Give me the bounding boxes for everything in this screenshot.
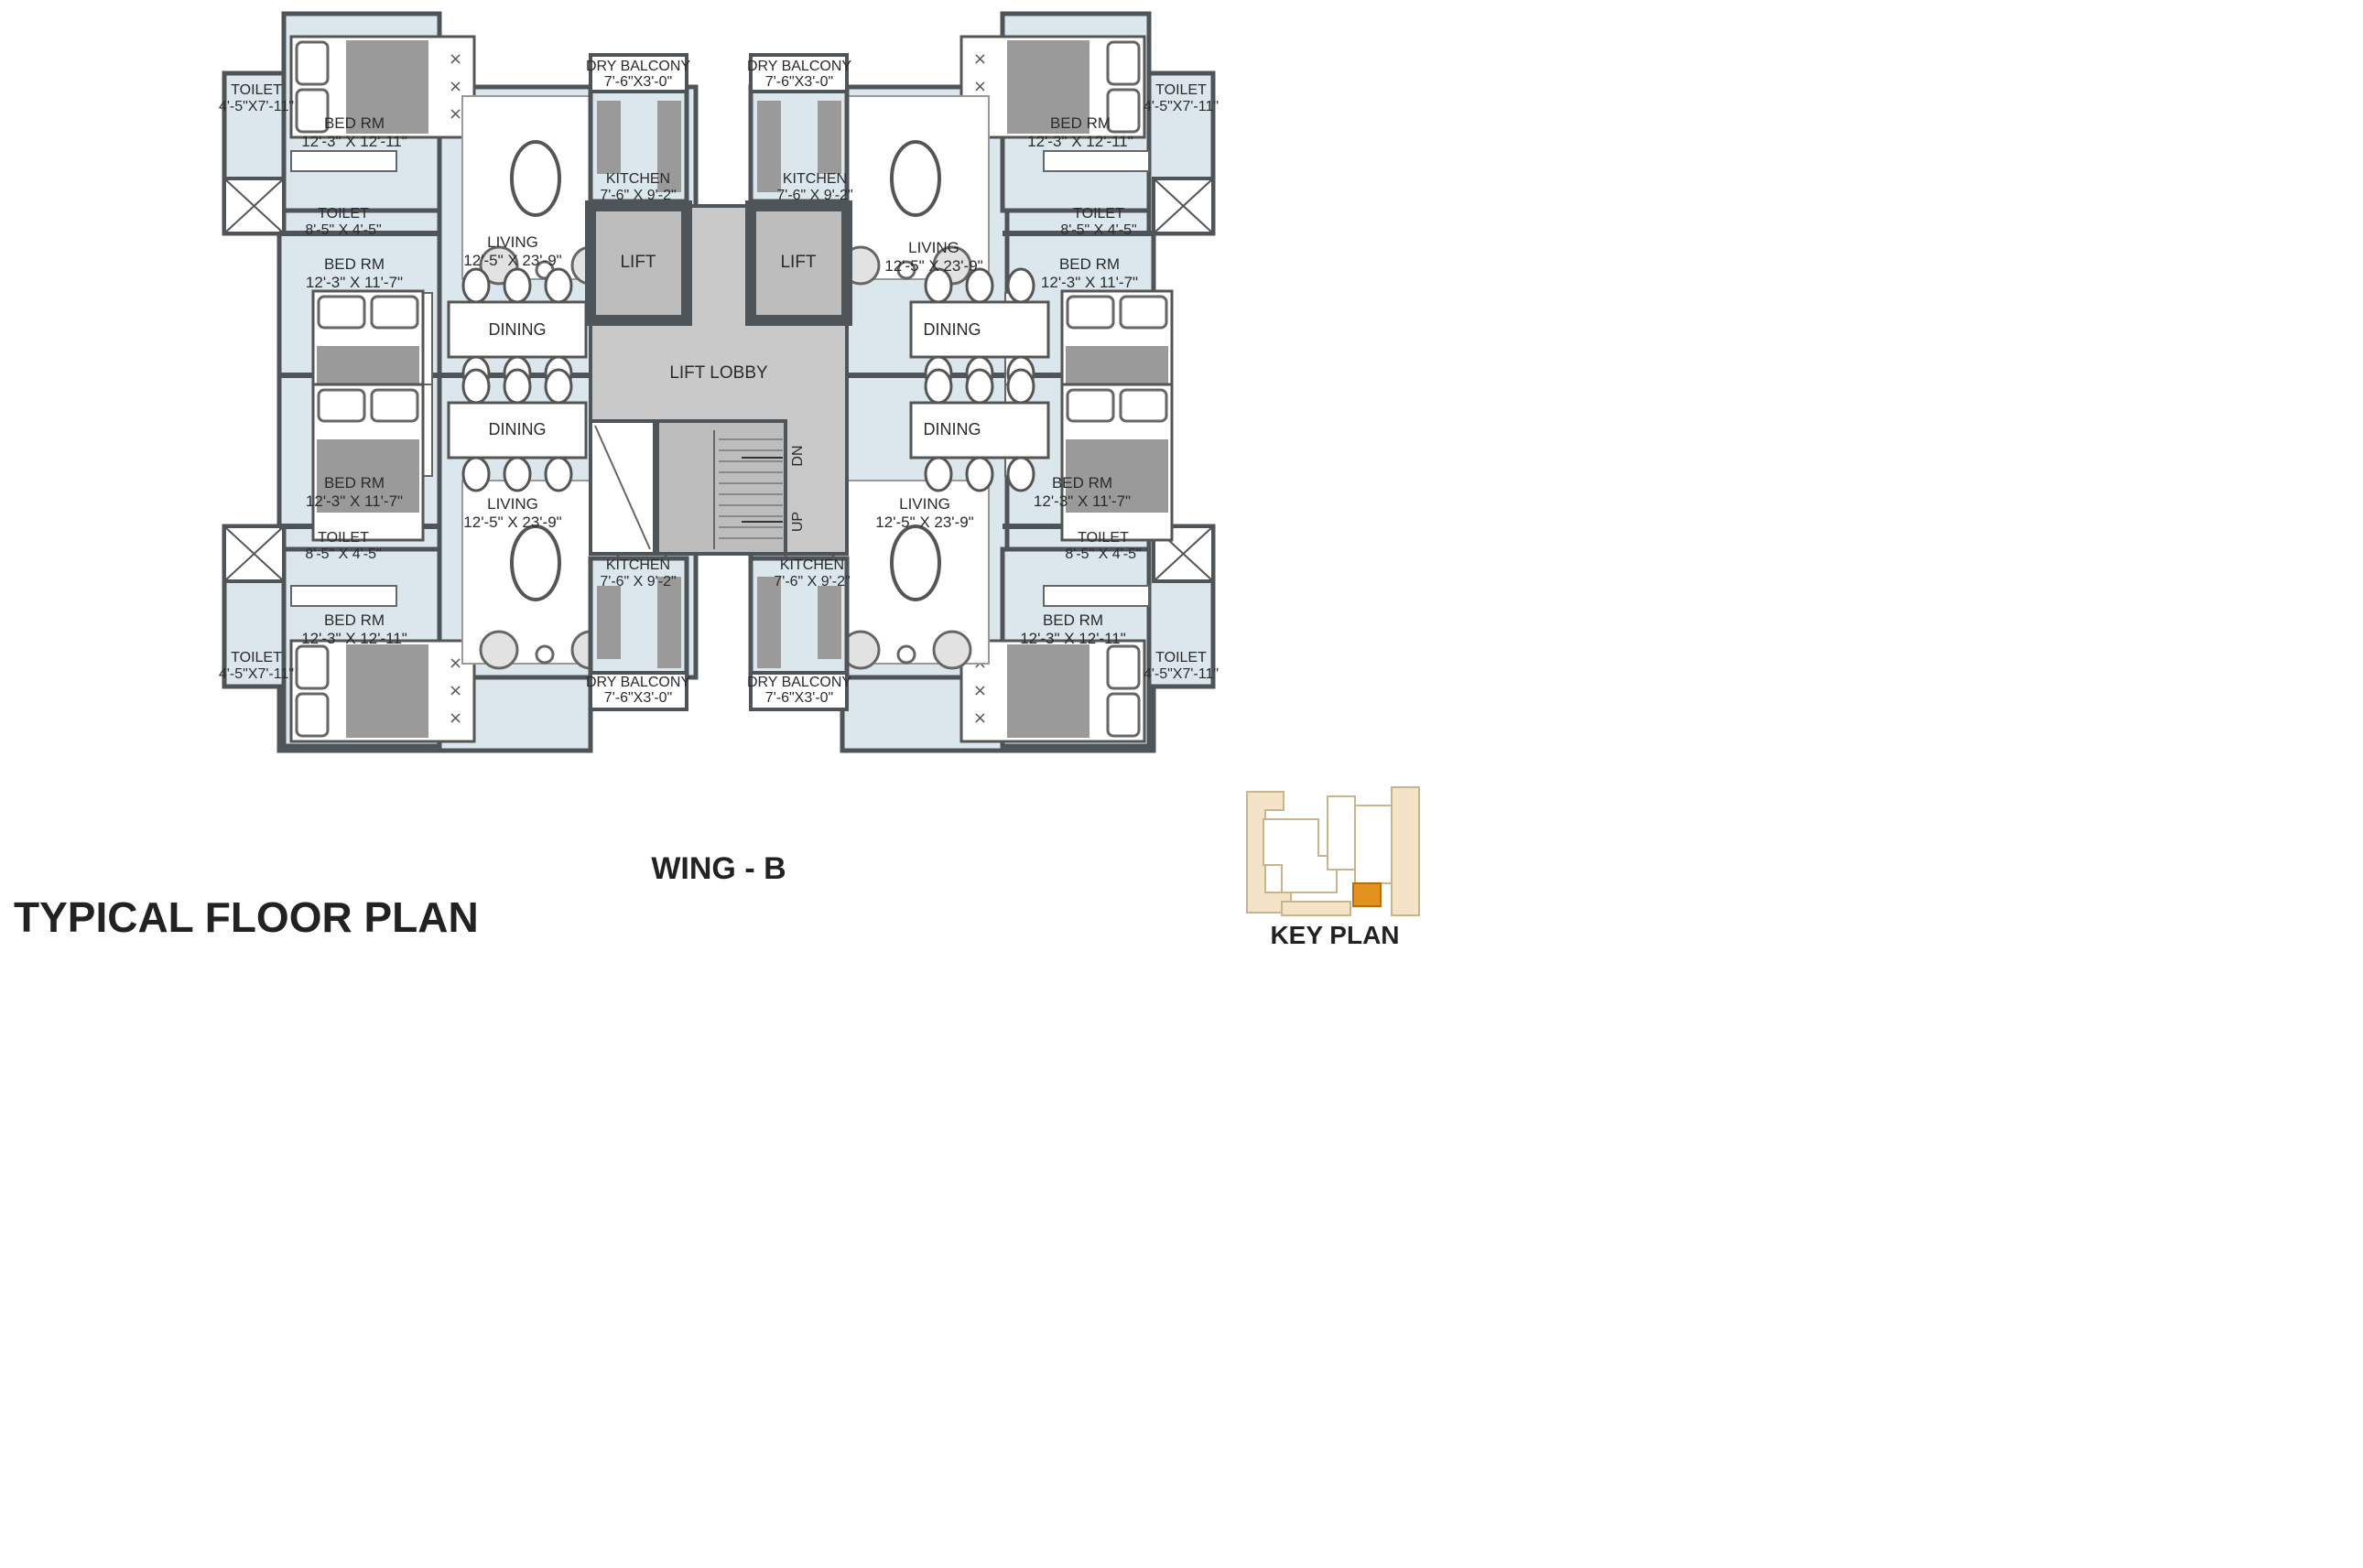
dim-bed-brr: 12'-3" X 12'-11" <box>1020 630 1126 647</box>
key-plan-highlight <box>1352 882 1382 907</box>
dim-kitchen-tl: 7'-6" X 9'-2" <box>600 188 676 203</box>
label-toilet-br2: TOILET <box>1078 530 1129 546</box>
dim-bed-mr: 12'-3" X 11'-7" <box>1041 274 1138 291</box>
label-drybalcony-tl: DRY BALCONY <box>586 59 690 74</box>
label-drybalcony-br: DRY BALCONY <box>747 675 851 690</box>
label-toilet-tl: TOILET <box>231 82 282 98</box>
dim-bed-bl: 12'-3" X 11'-7" <box>306 492 403 510</box>
label-bed-bl: BED RM <box>324 474 385 492</box>
dim-toilet-bl2: 8'-5" X 4'-5" <box>305 546 381 562</box>
bed-bottom-left <box>289 639 476 743</box>
label-living-bl: LIVING <box>487 495 538 513</box>
dim-kitchen-tr: 7'-6" X 9'-2" <box>776 188 852 203</box>
label-living-tr: LIVING <box>908 239 959 256</box>
dim-living-tr: 12'-5" X 23'-9" <box>884 257 982 275</box>
dim-kitchen-br: 7'-6" X 9'-2" <box>774 574 850 589</box>
label-toilet-tl2: TOILET <box>318 206 369 222</box>
label-toilet-br: TOILET <box>1155 650 1207 665</box>
key-plan: KEY PLAN <box>1245 786 1420 949</box>
dim-kitchen-bl: 7'-6" X 9'-2" <box>600 574 676 589</box>
label-living-br: LIVING <box>899 495 950 513</box>
dim-bed-bll: 12'-3" X 12'-11" <box>301 630 407 647</box>
label-lift-right: LIFT <box>780 253 816 272</box>
key-plan-label: KEY PLAN <box>1270 921 1399 949</box>
dim-toilet-tl: 4'-5"X7'-11" <box>219 99 294 114</box>
label-dining-br: DINING <box>924 420 981 438</box>
label-stair-up: UP <box>790 512 806 532</box>
label-stair-dn: DN <box>790 445 806 466</box>
dim-drybalcony-bl: 7'-6"X3'-0" <box>604 690 672 706</box>
dim-toilet-tr: 4'-5"X7'-11" <box>1144 99 1219 114</box>
core <box>585 200 852 556</box>
dim-bed-ml: 12'-3" X 11'-7" <box>306 274 403 291</box>
label-bed-ml: BED RM <box>324 255 385 273</box>
dim-living-tl: 12'-5" X 23'-9" <box>463 252 561 269</box>
label-bed-mr: BED RM <box>1059 255 1120 273</box>
label-toilet-bl2: TOILET <box>318 530 369 546</box>
label-bed-tr: BED RM <box>1050 114 1111 132</box>
label-bed-brr: BED RM <box>1043 611 1103 629</box>
label-dining-tr: DINING <box>924 320 981 339</box>
dim-living-br: 12'-5" X 23'-9" <box>875 514 973 531</box>
dim-bed-tr: 12'-3" X 12'-11" <box>1027 133 1133 150</box>
label-dining-tl: DINING <box>489 320 547 339</box>
dim-toilet-tl2: 8'-5" X 4'-5" <box>305 222 381 238</box>
dim-drybalcony-tr: 7'-6"X3'-0" <box>765 74 833 90</box>
label-living-tl: LIVING <box>487 233 538 251</box>
label-toilet-bl: TOILET <box>231 650 282 665</box>
label-lift-lobby: LIFT LOBBY <box>669 363 768 383</box>
label-kitchen-br: KITCHEN <box>780 557 844 573</box>
label-bed-tl: BED RM <box>324 114 385 132</box>
label-bed-bll: BED RM <box>324 611 385 629</box>
label-toilet-tr2: TOILET <box>1073 206 1124 222</box>
dim-toilet-br2: 8'-5" X 4'-5" <box>1065 546 1141 562</box>
dim-toilet-bl: 4'-5"X7'-11" <box>219 666 294 682</box>
dim-bed-br: 12'-3" X 11'-7" <box>1034 492 1131 510</box>
label-drybalcony-tr: DRY BALCONY <box>747 59 851 74</box>
label-lift-left: LIFT <box>620 253 656 272</box>
label-kitchen-bl: KITCHEN <box>606 557 670 573</box>
label-drybalcony-bl: DRY BALCONY <box>586 675 690 690</box>
bed-mid-left-2 <box>311 383 425 542</box>
label-toilet-tr: TOILET <box>1155 82 1207 98</box>
dim-toilet-tr2: 8'-5" X 4'-5" <box>1060 222 1136 238</box>
left-wing <box>222 11 699 753</box>
dim-drybalcony-br: 7'-6"X3'-0" <box>765 690 833 706</box>
label-dining-bl: DINING <box>489 420 547 438</box>
label-kitchen-tr: KITCHEN <box>783 171 847 187</box>
dim-bed-tl: 12'-3" X 12'-11" <box>301 133 407 150</box>
wing-label: WING - B <box>651 851 786 886</box>
dim-living-bl: 12'-5" X 23'-9" <box>463 514 561 531</box>
page-title: TYPICAL FLOOR PLAN <box>14 893 479 941</box>
dim-toilet-br: 4'-5"X7'-11" <box>1144 666 1219 682</box>
room-labels: BED RM 12'-3" X 12'-11" TOILET 4'-5"X7'-… <box>219 59 1219 706</box>
dim-drybalcony-tl: 7'-6"X3'-0" <box>604 74 672 90</box>
bed-mid-right-2 <box>1060 383 1174 542</box>
label-bed-br: BED RM <box>1052 474 1112 492</box>
label-kitchen-tl: KITCHEN <box>606 171 670 187</box>
